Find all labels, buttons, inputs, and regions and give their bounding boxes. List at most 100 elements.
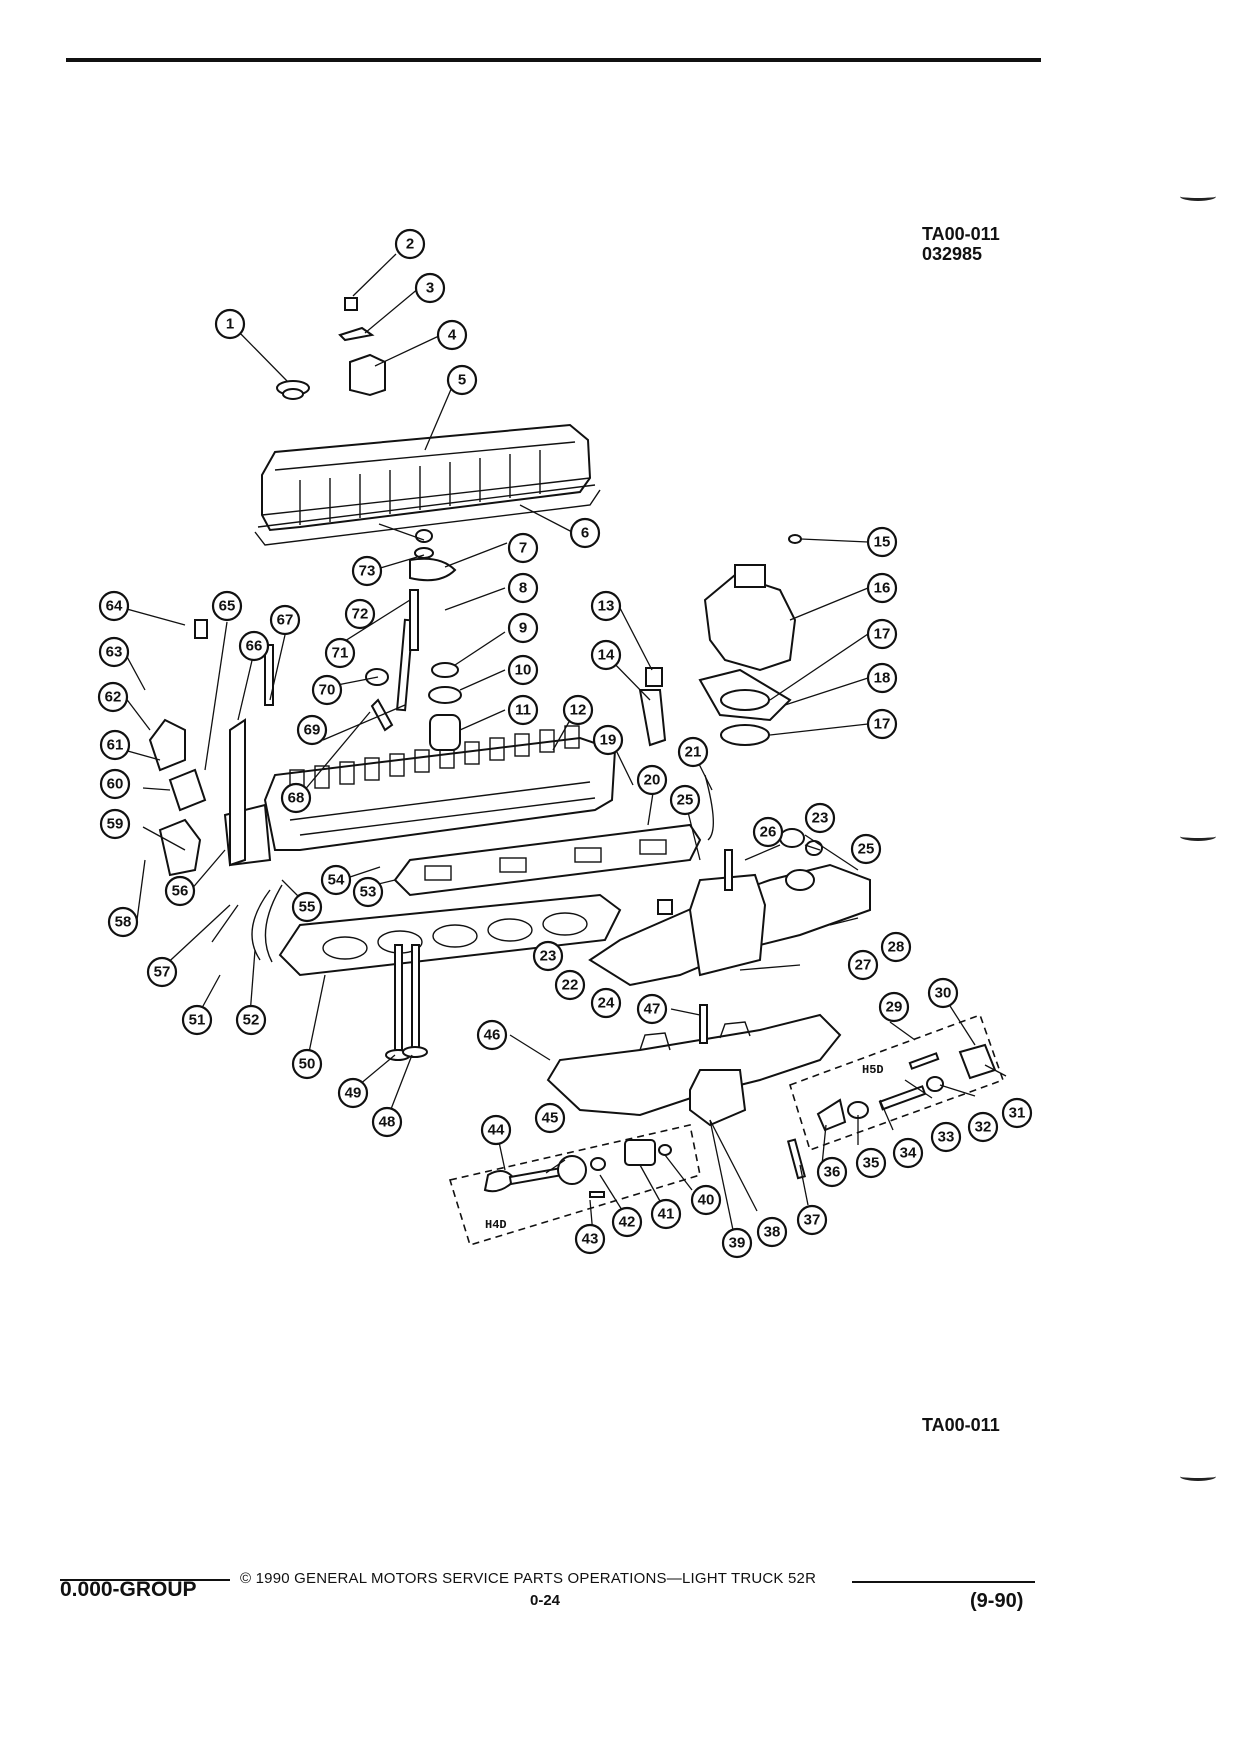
- svg-text:27: 27: [855, 957, 872, 974]
- binder-mark-bottom: [1180, 1472, 1216, 1481]
- callout-69: 69: [296, 714, 328, 746]
- svg-text:5: 5: [458, 372, 466, 389]
- callout-11: 11: [507, 694, 539, 726]
- svg-text:9: 9: [519, 620, 527, 637]
- footer-page-number: 0-24: [530, 1592, 561, 1609]
- callout-44: 44: [480, 1114, 512, 1146]
- svg-text:48: 48: [379, 1114, 396, 1131]
- svg-text:18: 18: [874, 670, 891, 687]
- callout-49: 49: [337, 1077, 369, 1109]
- footer-left-rule: [60, 1579, 230, 1581]
- callout-25a: 25: [669, 784, 701, 816]
- svg-text:46: 46: [484, 1027, 501, 1044]
- svg-text:4: 4: [448, 327, 457, 344]
- callout-6: 6: [569, 517, 601, 549]
- footer-date: (9-90): [970, 1590, 1024, 1612]
- callout-67: 67: [269, 604, 301, 636]
- callout-26: 26: [752, 816, 784, 848]
- callout-61: 61: [99, 729, 131, 761]
- svg-text:66: 66: [246, 638, 263, 655]
- callout-10: 10: [507, 654, 539, 686]
- callout-39: 39: [721, 1227, 753, 1259]
- callout-30: 30: [927, 977, 959, 1009]
- callout-41: 41: [650, 1198, 682, 1230]
- callout-43: 43: [574, 1223, 606, 1255]
- svg-text:64: 64: [106, 598, 123, 615]
- svg-text:38: 38: [764, 1224, 781, 1241]
- svg-text:69: 69: [304, 722, 321, 739]
- svg-text:44: 44: [488, 1122, 505, 1139]
- callout-36: 36: [816, 1156, 848, 1188]
- callout-27: 27: [847, 949, 879, 981]
- carburetor: [698, 534, 802, 746]
- svg-text:17: 17: [874, 716, 891, 733]
- svg-text:7: 7: [519, 540, 527, 557]
- svg-text:57: 57: [154, 964, 171, 981]
- callout-66: 66: [238, 630, 270, 662]
- svg-text:17: 17: [874, 626, 891, 643]
- callout-40: 40: [690, 1184, 722, 1216]
- svg-text:29: 29: [886, 999, 903, 1016]
- svg-text:73: 73: [359, 563, 376, 580]
- svg-text:43: 43: [582, 1231, 599, 1248]
- callout-46: 46: [476, 1019, 508, 1051]
- callout-18: 18: [866, 662, 898, 694]
- svg-text:22: 22: [562, 977, 579, 994]
- svg-text:2: 2: [406, 236, 414, 253]
- svg-text:32: 32: [975, 1119, 992, 1136]
- svg-text:37: 37: [804, 1212, 821, 1229]
- callout-21: 21: [677, 736, 709, 768]
- callout-56: 56: [164, 875, 196, 907]
- svg-text:34: 34: [900, 1145, 917, 1162]
- callout-20: 20: [636, 764, 668, 796]
- header-rule: [66, 58, 1041, 62]
- svg-text:42: 42: [619, 1214, 636, 1231]
- callout-37: 37: [796, 1204, 828, 1236]
- svg-text:3: 3: [426, 280, 434, 297]
- callout-45: 45: [534, 1102, 566, 1134]
- svg-text:47: 47: [644, 1001, 661, 1018]
- exhaust-manifold: [546, 1013, 842, 1127]
- svg-text:15: 15: [874, 534, 891, 551]
- callout-17b: 17: [866, 708, 898, 740]
- callout-70: 70: [311, 674, 343, 706]
- binder-mark-middle: [1180, 832, 1216, 841]
- svg-text:24: 24: [598, 995, 615, 1012]
- svg-text:16: 16: [874, 580, 891, 597]
- callout-8: 8: [507, 572, 539, 604]
- svg-text:33: 33: [938, 1129, 955, 1146]
- valve-cover: [254, 423, 601, 546]
- svg-text:51: 51: [189, 1012, 206, 1029]
- callout-50: 50: [291, 1048, 323, 1080]
- h5d-tag: H5D: [862, 1063, 884, 1077]
- callout-7: 7: [507, 532, 539, 564]
- svg-text:60: 60: [107, 776, 124, 793]
- svg-text:6: 6: [581, 525, 589, 542]
- callout-58: 58: [107, 906, 139, 938]
- callout-33: 33: [930, 1121, 962, 1153]
- svg-text:10: 10: [515, 662, 532, 679]
- head-gasket: [278, 893, 622, 977]
- callout-47: 47: [636, 993, 668, 1025]
- callout-35: 35: [855, 1147, 887, 1179]
- svg-text:28: 28: [888, 939, 905, 956]
- svg-text:41: 41: [658, 1206, 675, 1223]
- callout-19: 19: [592, 724, 624, 756]
- callout-60: 60: [99, 768, 131, 800]
- callout-1: 1: [214, 308, 246, 340]
- callout-48: 48: [371, 1106, 403, 1138]
- callout-22: 22: [554, 969, 586, 1001]
- svg-text:23: 23: [540, 948, 557, 965]
- footer-right-rule: [852, 1581, 1035, 1583]
- svg-text:53: 53: [360, 884, 377, 901]
- callout-12: 12: [562, 694, 594, 726]
- manifold-gasket: [393, 823, 702, 897]
- callout-14: 14: [590, 639, 622, 671]
- manifold-hardware: [638, 667, 823, 1180]
- svg-text:11: 11: [515, 702, 531, 719]
- callout-32: 32: [967, 1111, 999, 1143]
- cylinder-head: [263, 725, 617, 851]
- footer-group: 0.000-GROUP: [60, 1578, 197, 1601]
- figure-code-line2: 032985: [922, 244, 983, 264]
